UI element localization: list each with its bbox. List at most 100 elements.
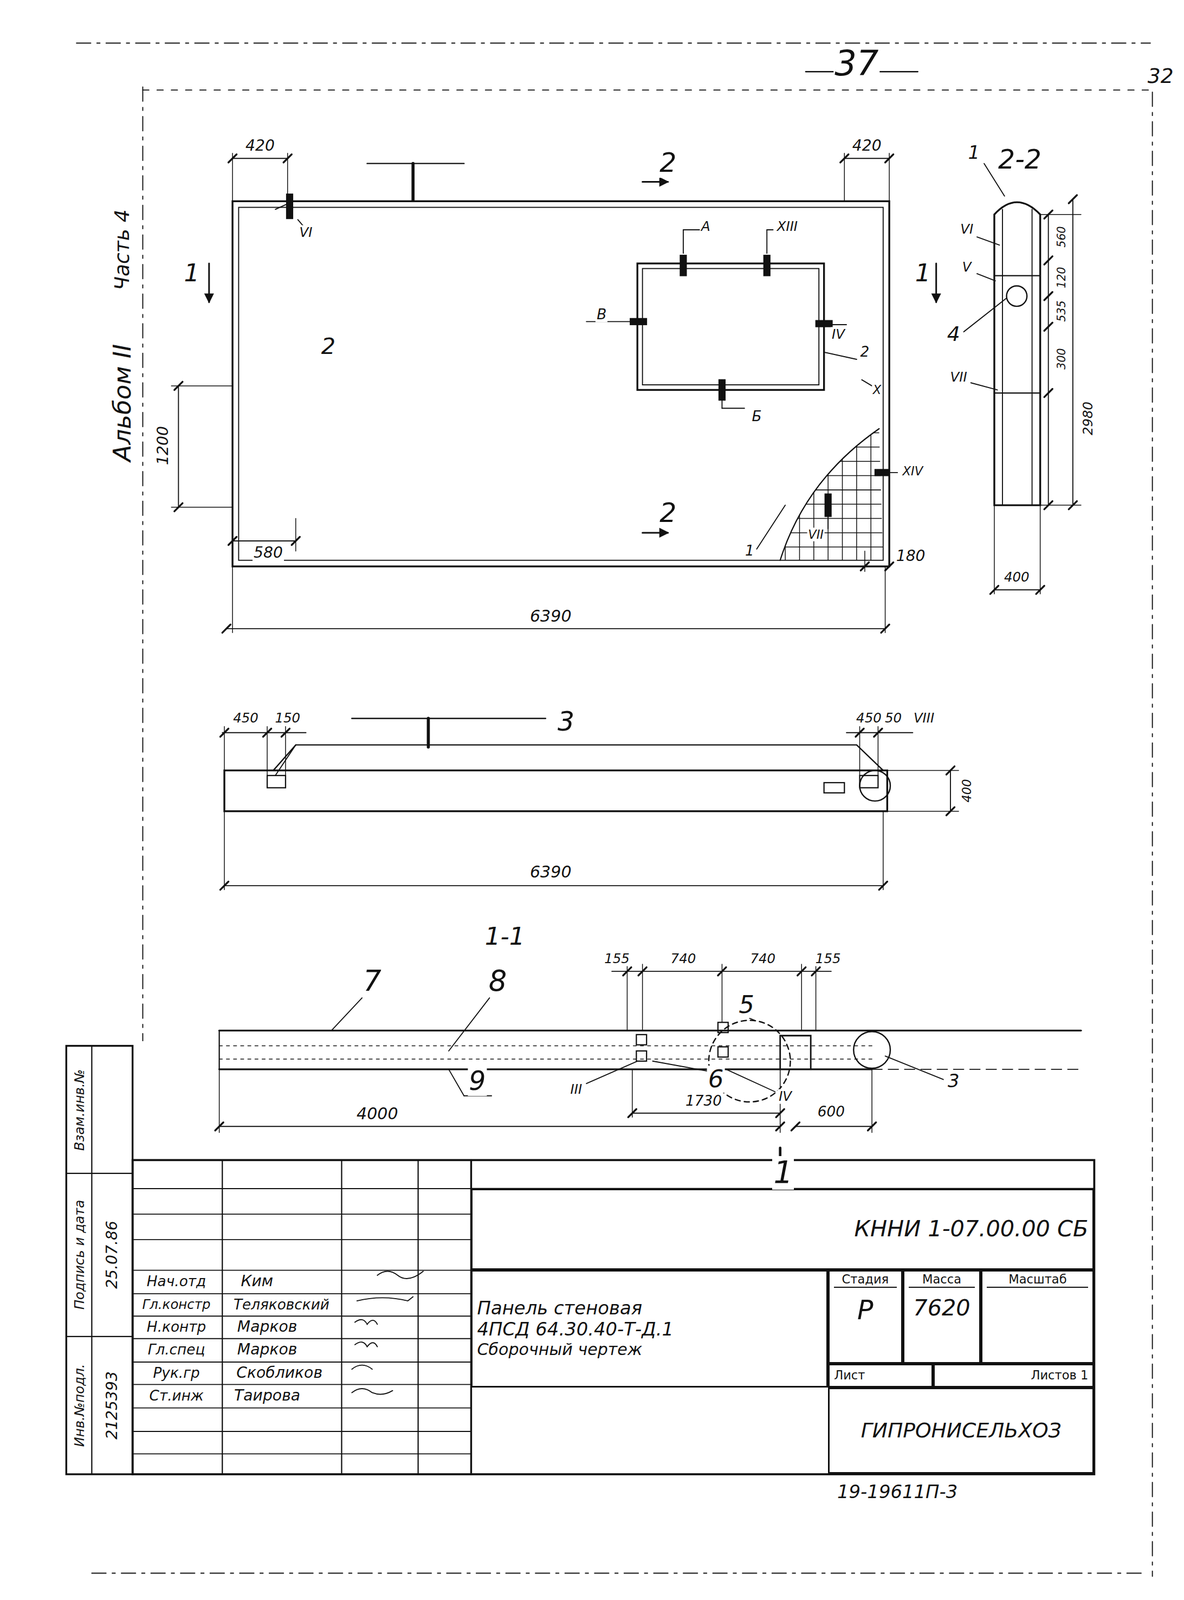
extension-line xyxy=(642,963,644,1031)
drawing-annotation: 5 xyxy=(737,991,756,1019)
drawing-lines xyxy=(66,43,1153,1577)
dimension-tick xyxy=(878,881,888,890)
extension-line xyxy=(1040,214,1082,216)
drawing-annotation: 400 xyxy=(960,777,974,804)
embedded-part xyxy=(636,1050,647,1061)
drawing-annotation: VI xyxy=(959,222,975,237)
drawing-annotation: Подпись и дата xyxy=(72,1198,87,1311)
title-block-text: Теляковский xyxy=(232,1296,331,1313)
dimension-tick xyxy=(946,806,955,815)
extension-line xyxy=(864,551,866,572)
dimension-tick xyxy=(775,1108,785,1117)
sheet-frame xyxy=(76,42,1151,44)
drawing-annotation: 420 xyxy=(851,137,883,155)
leader-line xyxy=(586,320,631,322)
extension-line xyxy=(993,505,995,594)
detail-circle xyxy=(853,1031,891,1069)
mesh-bar xyxy=(774,532,888,534)
arrow-head xyxy=(204,294,213,303)
dimension-tick xyxy=(174,502,183,511)
leader-line xyxy=(963,298,1007,332)
dimension-tick xyxy=(222,624,231,633)
leader-line xyxy=(971,382,998,390)
dimension-tick xyxy=(623,967,632,976)
section-face xyxy=(219,1068,872,1070)
arrow-head xyxy=(660,177,669,186)
dimension-tick xyxy=(1044,389,1053,398)
title-block-text: 19-19611П-3 xyxy=(836,1482,959,1503)
title-block-line xyxy=(132,1383,472,1385)
window-opening-inner xyxy=(642,268,820,385)
title-block-text: Марков xyxy=(236,1318,299,1336)
leader-line xyxy=(275,204,287,210)
drawing-annotation: X xyxy=(871,383,883,397)
drawing-annotation: III xyxy=(569,1082,584,1097)
section-face xyxy=(219,1029,1082,1032)
drawing-annotation: 32 xyxy=(1146,65,1175,88)
title-block-text: Ст.инж xyxy=(148,1387,205,1403)
extension-line xyxy=(171,385,233,387)
title-block-text: Н.контр xyxy=(145,1318,207,1335)
dimension-line xyxy=(222,732,306,734)
insulation-layer xyxy=(219,1045,872,1047)
dimension-line xyxy=(994,589,1041,591)
title-block-text: Нач.отд xyxy=(145,1272,208,1289)
title-block-text: Гл.спец xyxy=(146,1341,207,1357)
signature xyxy=(351,1388,393,1395)
section-face xyxy=(871,1068,1082,1070)
leader-line xyxy=(448,997,490,1051)
drawing-annotation: 600 xyxy=(816,1103,846,1120)
drawing-annotation: 1730 xyxy=(684,1092,723,1109)
dimension-tick xyxy=(840,154,849,163)
drawing-annotation: 420 xyxy=(244,137,276,155)
leader-line xyxy=(977,236,1000,245)
extension-line xyxy=(626,963,629,1031)
drawing-annotation: 6390 xyxy=(528,863,573,882)
drawing-annotation: 2980 xyxy=(1081,399,1096,436)
extension-line xyxy=(223,811,225,890)
dimension-tick xyxy=(283,154,292,163)
dimension-line xyxy=(224,884,884,886)
drawing-annotation: Альбом II xyxy=(108,343,137,463)
drawing-annotation: XIV xyxy=(901,464,925,478)
cell-text: Панель стеновая xyxy=(476,1297,643,1319)
approval-stamp-line xyxy=(66,1335,133,1337)
window-opening xyxy=(637,263,824,390)
section-detail-circle xyxy=(1006,285,1028,307)
extension-line xyxy=(882,811,884,890)
lifting-loop-line xyxy=(367,162,465,164)
extension-line xyxy=(887,770,959,772)
drawing-annotation: 1 xyxy=(914,260,933,288)
embedded-part xyxy=(267,775,286,788)
leader-line xyxy=(652,1060,709,1072)
drawing-annotation: V xyxy=(961,260,973,275)
leader-line xyxy=(331,997,362,1031)
dimension-tick xyxy=(281,728,290,737)
section-outline xyxy=(994,202,1041,506)
drawing-annotation: 180 xyxy=(895,547,927,565)
drawing-annotation: 740 xyxy=(669,951,698,967)
drawing-annotation: XIII xyxy=(775,218,799,234)
leader-line xyxy=(726,1069,775,1092)
dimension-tick xyxy=(291,536,300,545)
signature xyxy=(377,1270,424,1279)
embedded-part xyxy=(636,1034,647,1045)
drawing-annotation: VI xyxy=(298,225,314,241)
dimension-line xyxy=(232,540,296,542)
drawing-code-cell: КННИ 1-07.00.00 СБ xyxy=(470,1188,1095,1271)
drawing-annotation: 1200 xyxy=(154,425,172,467)
title-block-line xyxy=(132,1269,472,1271)
panel-top-edge xyxy=(273,744,883,771)
leader-line xyxy=(682,229,684,254)
sheet-cell: Лист xyxy=(827,1363,934,1387)
leader-line xyxy=(889,471,898,474)
title-block-line xyxy=(132,1292,472,1295)
dimension-tick xyxy=(874,728,883,737)
title-block-text: Инв.№подл. xyxy=(72,1362,87,1448)
extension-line xyxy=(287,153,289,202)
signature xyxy=(351,1364,373,1370)
dimension-tick xyxy=(638,967,647,976)
leader-line xyxy=(824,352,857,360)
title-block-line xyxy=(221,1159,223,1474)
extension-line xyxy=(871,1069,873,1133)
